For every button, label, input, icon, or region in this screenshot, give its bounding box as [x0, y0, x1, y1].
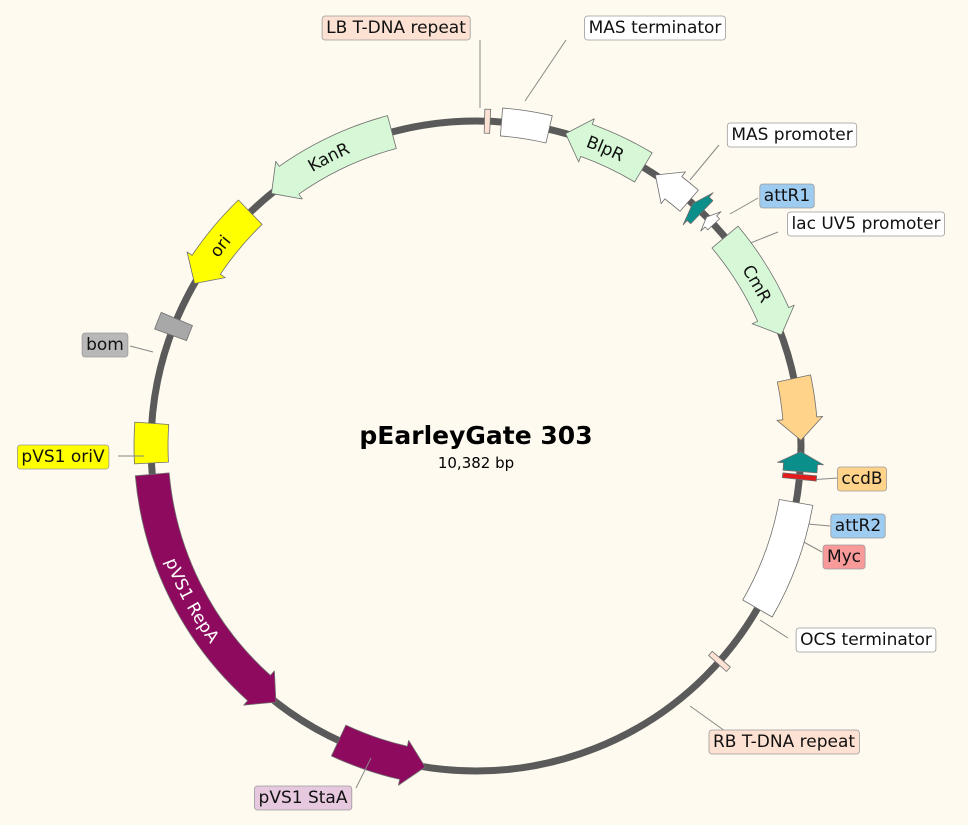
- ccdb-label-box: [837, 466, 888, 492]
- ocs-terminator-feature: [742, 499, 814, 618]
- bom-label-box: [81, 332, 129, 358]
- ori-feature: [186, 199, 263, 284]
- mas-terminator-callout: MAS terminator: [584, 15, 726, 41]
- pvs1-stasa-leader: [355, 757, 372, 789]
- mas-promoter-leader: [689, 144, 720, 181]
- myc-label: Myc: [827, 547, 861, 567]
- plasmid-name: pEarleyGate 303: [359, 421, 592, 450]
- rb-t-dna-repeat-label-box: [708, 729, 860, 755]
- mas-terminator-feature: [500, 107, 553, 144]
- pvs1-stasa-feature: [331, 724, 426, 786]
- lb-t-dna-repeat-callout: LB T-DNA repeat: [321, 15, 471, 41]
- pvs1-oriv-label: pVS1 oriV: [21, 447, 105, 467]
- ocs-terminator-label: OCS terminator: [800, 630, 932, 650]
- bom-label: bom: [86, 335, 124, 355]
- lac-uv5-promoter-callout: lac UV5 promoter: [787, 211, 946, 237]
- attr1-callout: attR1: [759, 183, 815, 209]
- cmr-feature: [711, 225, 795, 336]
- mas-promoter-callout: MAS promoter: [726, 122, 858, 148]
- ccdb-label: ccdB: [841, 469, 882, 489]
- mas-terminator-label: MAS terminator: [589, 18, 722, 38]
- mas-promoter-label: MAS promoter: [731, 125, 852, 145]
- attr1-leader: [729, 197, 759, 215]
- myc-label-box: [822, 544, 866, 570]
- rb-t-dna-repeat-label: RB T-DNA repeat: [713, 732, 855, 752]
- rb-t-dna-repeat-callout: RB T-DNA repeat: [708, 729, 860, 755]
- pvs1-repa-feature: [134, 472, 277, 706]
- ccdb-callout: ccdB: [837, 466, 888, 492]
- lb-t-dna-repeat-feature: [483, 108, 492, 134]
- lb-t-dna-repeat-label-box: [321, 15, 471, 41]
- attr2-label: attR2: [835, 516, 881, 536]
- features-layer: [118, 39, 839, 789]
- ccdb-feature: [776, 374, 824, 441]
- attr2-callout: attR2: [830, 513, 886, 539]
- attr2-label-box: [830, 513, 886, 539]
- attr2-feature: [777, 451, 824, 474]
- bom-feature: [154, 311, 193, 342]
- plasmid-length: 10,382 bp: [438, 454, 514, 472]
- pvs1-stasa-label: pVS1 StaA: [259, 788, 348, 808]
- myc-feature: [781, 472, 818, 482]
- mas-terminator-label-box: [584, 15, 726, 41]
- kanr-feature: [271, 115, 397, 200]
- attr1-label: attR1: [764, 186, 810, 206]
- pvs1-oriv-callout: pVS1 oriV: [16, 444, 110, 470]
- lac-uv5-promoter-label: lac UV5 promoter: [791, 214, 940, 234]
- ocs-terminator-callout: OCS terminator: [795, 627, 937, 653]
- attr1-feature: [682, 192, 714, 226]
- attr1-label-box: [759, 183, 815, 209]
- rb-t-dna-repeat-leader: [689, 705, 726, 732]
- bom-leader: [129, 345, 154, 353]
- lb-t-dna-repeat-label: LB T-DNA repeat: [326, 18, 466, 38]
- mas-terminator-leader: [524, 39, 567, 102]
- lac-uv5-promoter-label-box: [787, 211, 946, 237]
- blpr-feature: [565, 118, 653, 183]
- bom-callout: bom: [81, 332, 129, 358]
- mas-promoter-feature: [654, 171, 699, 212]
- ocs-terminator-leader: [759, 619, 789, 639]
- rb-t-dna-repeat-feature: [708, 650, 731, 672]
- pvs1-stasa-label-box: [254, 785, 353, 811]
- ocs-terminator-label-box: [795, 627, 937, 653]
- mas-promoter-label-box: [726, 122, 858, 148]
- pvs1-oriv-feature: [133, 421, 170, 465]
- pvs1-oriv-label-box: [16, 444, 110, 470]
- pvs1-stasa-callout: pVS1 StaA: [254, 785, 353, 811]
- attr2-leader: [807, 523, 831, 527]
- lac-uv5-promoter-feature: [700, 211, 722, 232]
- myc-callout: Myc: [822, 544, 866, 570]
